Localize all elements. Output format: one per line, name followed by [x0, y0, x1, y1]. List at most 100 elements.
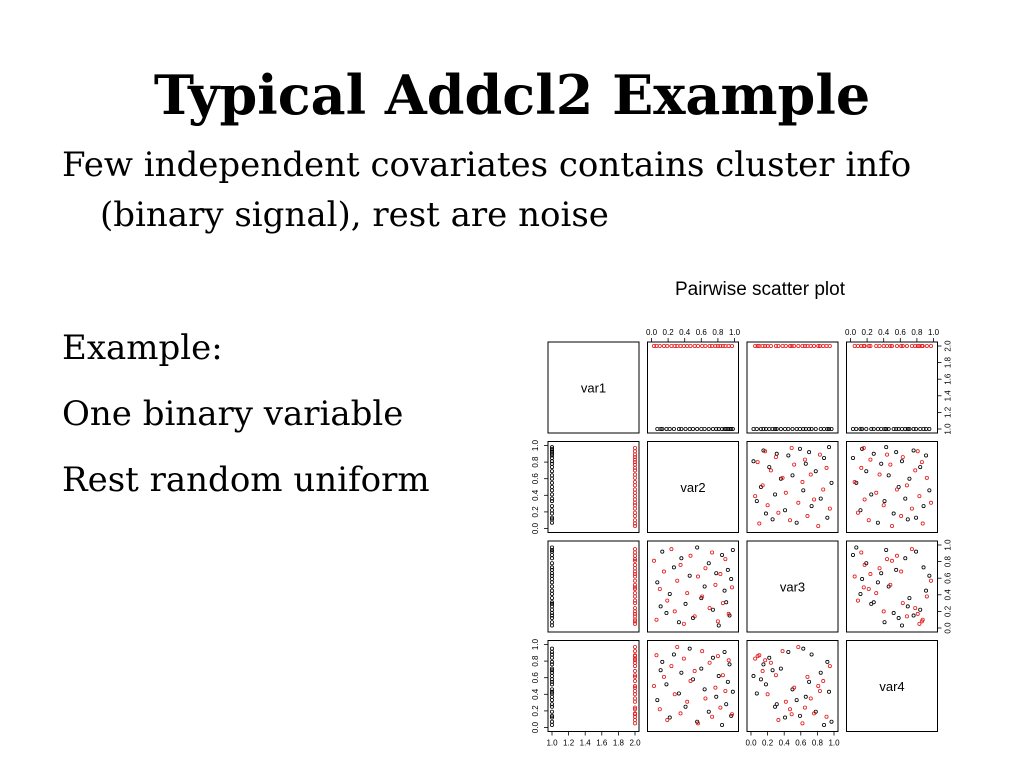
data-point — [929, 344, 934, 349]
data-point — [550, 465, 555, 470]
data-point — [550, 668, 555, 673]
data-point — [768, 660, 773, 665]
data-point — [661, 344, 666, 349]
example-label: Example: — [62, 328, 223, 368]
data-point — [550, 604, 555, 609]
data-point — [658, 604, 663, 609]
data-point — [632, 654, 637, 659]
data-point — [859, 550, 864, 555]
data-point — [651, 344, 656, 349]
data-point — [683, 601, 688, 606]
data-point — [550, 713, 555, 718]
data-point — [703, 566, 708, 571]
data-point — [776, 718, 781, 723]
tick-label-var3: 0.6 — [795, 739, 807, 748]
data-point — [894, 487, 899, 492]
data-point — [918, 465, 923, 470]
data-point — [768, 468, 773, 473]
data-point — [720, 723, 725, 728]
data-point — [905, 426, 910, 431]
diagonal-label-var3: var3 — [780, 580, 805, 595]
data-point — [886, 473, 891, 478]
data-point — [794, 426, 799, 431]
data-point — [550, 508, 555, 513]
data-point — [794, 520, 799, 525]
data-point — [692, 614, 697, 619]
data-point — [657, 344, 662, 349]
data-point — [859, 344, 864, 349]
data-point — [664, 682, 669, 687]
data-point — [632, 712, 637, 717]
data-point — [877, 344, 882, 349]
data-point — [850, 455, 855, 460]
data-point — [720, 673, 725, 678]
data-point — [783, 715, 788, 720]
panel-var2-var2 — [647, 441, 739, 533]
data-point — [702, 687, 707, 692]
data-point — [683, 704, 688, 709]
data-point — [812, 344, 817, 349]
data-point — [550, 596, 555, 601]
data-point — [550, 715, 555, 720]
data-point — [687, 646, 692, 651]
data-point — [688, 344, 693, 349]
data-point — [678, 562, 683, 567]
data-point — [550, 517, 555, 522]
data-point — [803, 694, 808, 699]
data-point — [813, 426, 818, 431]
panel-var3-var2 — [647, 540, 739, 633]
tick-label-var3: 0.8 — [944, 555, 953, 567]
data-point — [664, 611, 669, 616]
data-point — [695, 721, 700, 726]
data-point — [797, 426, 802, 431]
data-point — [894, 567, 899, 572]
data-point — [755, 460, 760, 465]
data-point — [720, 344, 725, 349]
data-point — [720, 601, 725, 606]
data-point — [632, 591, 637, 596]
data-point — [763, 511, 768, 516]
data-point — [879, 426, 884, 431]
data-point — [672, 344, 677, 349]
data-point — [896, 616, 901, 621]
data-point — [776, 510, 781, 515]
data-point — [632, 460, 637, 465]
data-point — [903, 556, 908, 561]
data-point — [679, 426, 684, 431]
data-point — [730, 712, 735, 717]
data-point — [681, 344, 686, 349]
data-point — [929, 500, 934, 505]
data-point — [827, 426, 832, 431]
data-point — [788, 518, 793, 523]
data-point — [550, 649, 555, 654]
data-point — [858, 508, 863, 513]
pairwise-scatter-matrix: Pairwise scatter plotvar1var2var3var40.0… — [531, 279, 953, 748]
data-point — [550, 492, 555, 497]
data-point — [780, 344, 785, 349]
data-point — [816, 524, 821, 529]
data-point — [654, 653, 659, 658]
data-point — [632, 483, 637, 488]
data-point — [550, 646, 555, 651]
data-point — [651, 683, 656, 688]
tick-label-var4: 1.0 — [531, 638, 540, 650]
data-point — [788, 344, 793, 349]
data-point — [660, 659, 665, 664]
data-point — [783, 490, 788, 495]
data-point — [685, 591, 690, 596]
data-point — [751, 674, 756, 679]
data-point — [754, 499, 759, 504]
data-point — [792, 685, 797, 690]
data-point — [924, 453, 929, 458]
data-point — [868, 572, 873, 577]
data-point — [882, 499, 887, 504]
data-point — [889, 344, 894, 349]
data-point — [683, 426, 688, 431]
data-point — [770, 426, 775, 431]
data-point — [632, 449, 637, 454]
data-point — [927, 426, 932, 431]
data-point — [550, 613, 555, 618]
data-point — [760, 669, 765, 674]
tick-label-var1: 1.8 — [613, 739, 625, 748]
data-point — [550, 511, 555, 516]
